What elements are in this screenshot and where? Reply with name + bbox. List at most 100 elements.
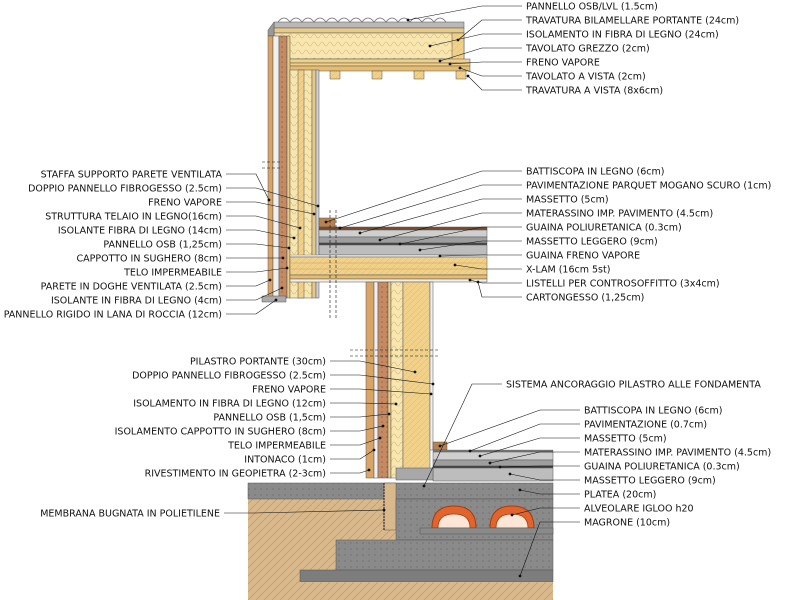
leader-dot — [268, 278, 272, 282]
label-text: MASSETTO LEGGERO (9cm) — [584, 475, 716, 486]
label-text: TRAVATURA BILAMELLARE PORTANTE (24cm) — [525, 15, 739, 26]
leader-line — [479, 437, 580, 457]
leader-line — [226, 229, 295, 239]
label-text: PANNELLO RIGIDO IN LANA DI ROCCIA (12cm) — [4, 309, 222, 320]
leader-line — [226, 287, 283, 301]
leader-dot — [285, 266, 289, 270]
lower-wall-labels-4: PANNELLO OSB (1,5cm) — [213, 412, 391, 423]
upper-wall-assembly — [261, 35, 320, 303]
upper-wall-labels-10: PANNELLO RIGIDO IN LANA DI ROCCIA (12cm) — [4, 298, 278, 320]
label-text: ISOLAMENTO CAPPOTTO IN SUGHERO (8cm) — [115, 426, 326, 437]
intermediate-floor-labels-6: GUAINA FRENO VAPORE — [438, 250, 640, 261]
intermediate-floor-labels-1: PAVIMENTAZIONE PARQUET MOGANO SCURO (1cm… — [338, 180, 771, 230]
leader-dot — [422, 484, 426, 488]
label-text: MATERASSINO IMP. PAVIMENTO (4.5cm) — [526, 208, 713, 219]
leader-dot — [292, 236, 296, 240]
intermediate-floor-labels-4: GUAINA POLIURETANICA (0.3cm) — [398, 222, 682, 246]
lower-wall-assembly — [350, 281, 440, 479]
label-text: DOPPIO PANNELLO FIBROGESSO (2.5cm) — [28, 183, 222, 194]
leader-line — [226, 267, 288, 273]
label-text: SISTEMA ANCORAGGIO PILASTRO ALLE FONDAME… — [506, 379, 761, 390]
leader-line — [457, 19, 522, 41]
label-text: GUAINA POLIURETANICA (0.3cm) — [584, 461, 740, 472]
ground-floor-labels-8: MAGRONE (10cm) — [518, 517, 670, 578]
leader-dot — [518, 488, 522, 492]
leader-dot — [510, 513, 514, 517]
label-text: PARETE IN DOGHE VENTILATA (2.5cm) — [41, 281, 222, 292]
ground-floor-labels-5: MASSETTO LEGGERO (9cm) — [508, 472, 716, 486]
label-text: BATTISCOPA IN LEGNO (6cm) — [584, 405, 722, 416]
upper-wall-labels-3: STRUTTURA TELAIO IN LEGNO(16cm) — [45, 211, 302, 230]
label-text: MAGRONE (10cm) — [584, 517, 670, 528]
leader-line — [339, 184, 522, 229]
label-text: STAFFA SUPPORTO PARETE VENTILATA — [41, 169, 223, 180]
roof-labels-4: FRENO VAPORE — [448, 57, 600, 68]
label-text: RIVESTIMENTO IN GEOPIETRA (2-3cm) — [145, 468, 326, 479]
leader-dot — [458, 66, 462, 70]
label-text: TAVOLATO GREZZO (2cm) — [525, 43, 650, 54]
leader-dot — [372, 448, 376, 452]
ground-floor-labels-3: MATERASSINO IMP. PAVIMENTO (4.5cm) — [488, 447, 771, 465]
leader-dot — [378, 238, 382, 242]
leader-line — [226, 299, 277, 315]
leader-dot — [468, 449, 472, 453]
lower-wall-labels-3: ISOLAMENTO IN FIBRA DI LEGNO (12cm) — [133, 398, 398, 409]
leader-line — [469, 279, 522, 284]
label-text: PAVIMENTAZIONE (0.7cm) — [584, 419, 707, 430]
section-drawing — [247, 17, 554, 600]
roof-labels-6: TRAVATURA A VISTA (8x6cm) — [466, 74, 663, 96]
leader-line — [226, 279, 271, 287]
leader-line — [330, 425, 384, 432]
leader-dot — [431, 382, 435, 386]
ground-floor-labels-7: ALVEOLARE IGLOO h20 — [510, 503, 694, 517]
leader-dot — [382, 508, 386, 512]
label-text: FRENO VAPORE — [526, 57, 600, 68]
leader-line — [511, 507, 580, 516]
label-text: ISOLAMENTO IN FIBRA DI LEGNO (24cm) — [526, 29, 719, 40]
lower-wall-labels-1: DOPPIO PANNELLO FIBROGESSO (2.5cm) — [132, 370, 435, 386]
leader-dot — [267, 198, 271, 202]
label-text: TAVOLATO A VISTA (2cm) — [525, 71, 646, 82]
upper-wall-labels-7: TELO IMPERMEABILE — [123, 266, 289, 278]
label-text: GUAINA POLIURETANICA (0.3cm) — [526, 222, 682, 233]
leader-dot — [281, 256, 285, 260]
label-text: PANNELLO OSB/LVL (1.5cm) — [526, 1, 658, 12]
roof-labels-5: TAVOLATO A VISTA (2cm) — [458, 66, 646, 82]
label-text: PLATEA (20cm) — [584, 489, 656, 500]
leader-dot — [338, 226, 342, 230]
leader-dot — [312, 212, 316, 216]
leader-line — [330, 469, 370, 474]
label-text: PANNELLO OSB (1,5cm) — [213, 412, 326, 423]
annotation-labels: PANNELLO OSB/LVL (1.5cm) TRAVATURA BILAME… — [4, 1, 771, 578]
label-text: PAVIMENTAZIONE PARQUET MOGANO SCURO (1cm… — [526, 180, 771, 191]
leader-line — [519, 489, 580, 495]
leader-dot — [478, 454, 482, 458]
lower-wall-labels-6: TELO IMPERMEABILE — [227, 436, 382, 451]
leader-dot — [453, 263, 457, 267]
leader-dot — [438, 444, 442, 448]
leader-dot — [287, 246, 291, 250]
leader-line — [330, 413, 390, 418]
label-text: STRUTTURA TELAIO IN LEGNO(16cm) — [45, 211, 222, 222]
label-text: ISOLANTE FIBRA DI LEGNO (14cm) — [58, 225, 222, 236]
leader-dot — [274, 298, 278, 302]
label-text: ISOLANTE IN FIBRA DI LEGNO (4cm) — [51, 295, 222, 306]
leader-dot — [418, 248, 422, 252]
label-text: DOPPIO PANNELLO FIBROGESSO (2.5cm) — [132, 370, 326, 381]
membrane-label: MEMBRANA BUGNATA IN POLIETILENE — [40, 508, 386, 519]
leader-line — [519, 521, 580, 577]
leader-line — [330, 360, 416, 373]
label-text: CAPPOTTO IN SUGHERO (8cm) — [77, 253, 222, 264]
roof-labels-3: TAVOLATO GREZZO (2cm) — [438, 43, 650, 63]
label-text: PANNELLO OSB (1,25cm) — [103, 239, 222, 250]
ground-floor-labels-4: GUAINA POLIURETANICA (0.3cm) — [498, 461, 740, 472]
leader-line — [226, 173, 270, 201]
leader-line — [226, 215, 301, 229]
upper-wall-labels-2: FRENO VAPORE — [148, 197, 316, 216]
leader-line — [419, 240, 522, 251]
ground-floor-labels-2: MASSETTO (5cm) — [478, 433, 667, 458]
leader-dot — [387, 412, 391, 416]
foundation-assembly — [247, 482, 554, 600]
leader-line — [423, 383, 502, 487]
leader-line — [449, 61, 522, 65]
